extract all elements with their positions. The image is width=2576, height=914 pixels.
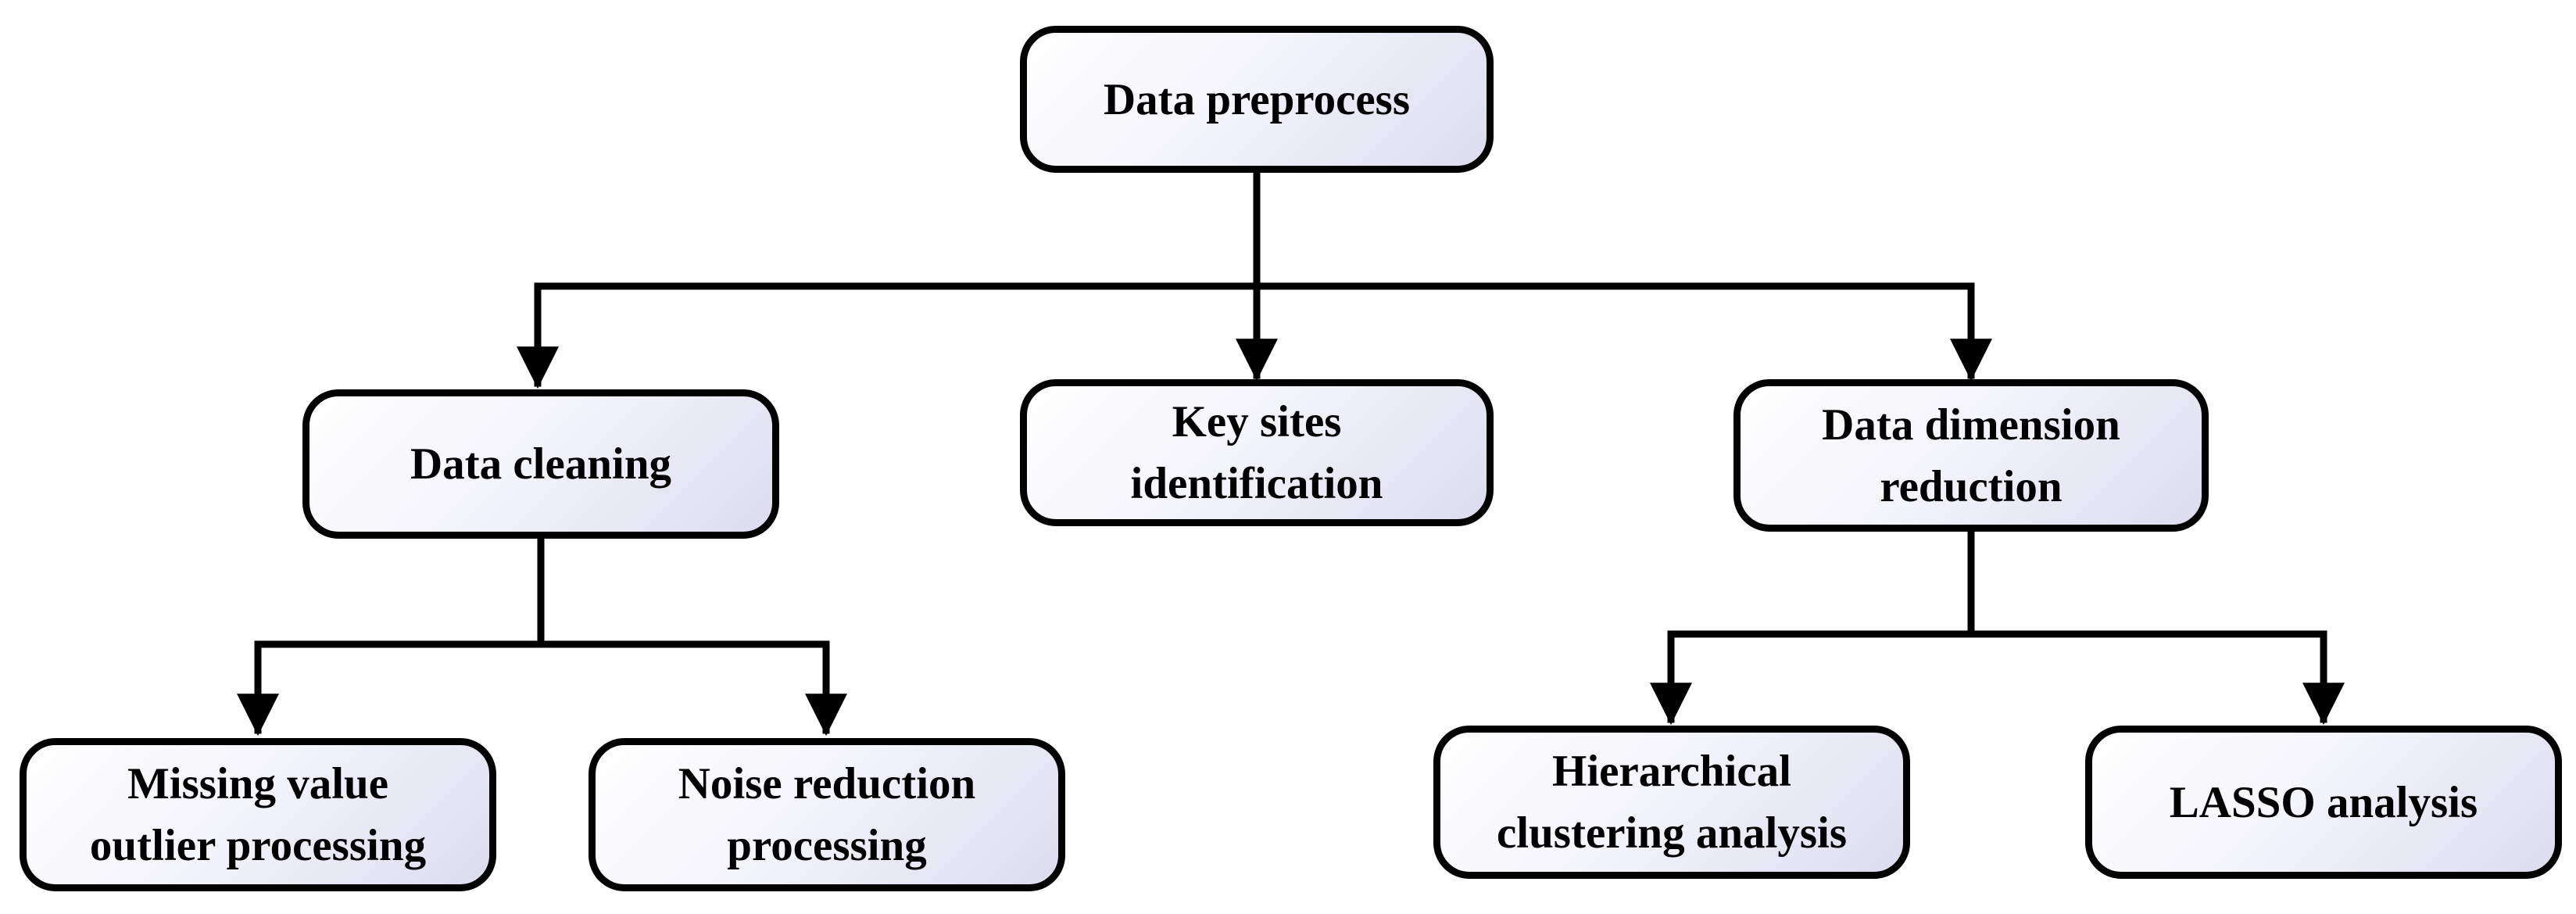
- node-data-preprocess: Data preprocess: [1020, 26, 1494, 173]
- node-label: Missing value outlier processing: [89, 759, 427, 870]
- node-label: Key sites identification: [1130, 397, 1383, 508]
- node-data-dimension-reduction: Data dimension reduction: [1733, 379, 2209, 532]
- node-label: Data cleaning: [410, 439, 672, 489]
- node-hierarchical-clustering-analysis: Hierarchical clustering analysis: [1433, 726, 1910, 879]
- node-label: Noise reduction processing: [678, 759, 976, 870]
- node-label: LASSO analysis: [2169, 777, 2478, 827]
- node-data-cleaning: Data cleaning: [302, 389, 779, 539]
- node-key-sites-identification: Key sites identification: [1020, 379, 1494, 526]
- node-lasso-analysis: LASSO analysis: [2085, 726, 2562, 879]
- node-label: Data preprocess: [1103, 74, 1411, 124]
- node-label: Hierarchical clustering analysis: [1496, 747, 1848, 858]
- node-missing-value-outlier-processing: Missing value outlier processing: [20, 738, 496, 891]
- node-noise-reduction-processing: Noise reduction processing: [589, 738, 1065, 891]
- node-label: Data dimension reduction: [1822, 400, 2120, 511]
